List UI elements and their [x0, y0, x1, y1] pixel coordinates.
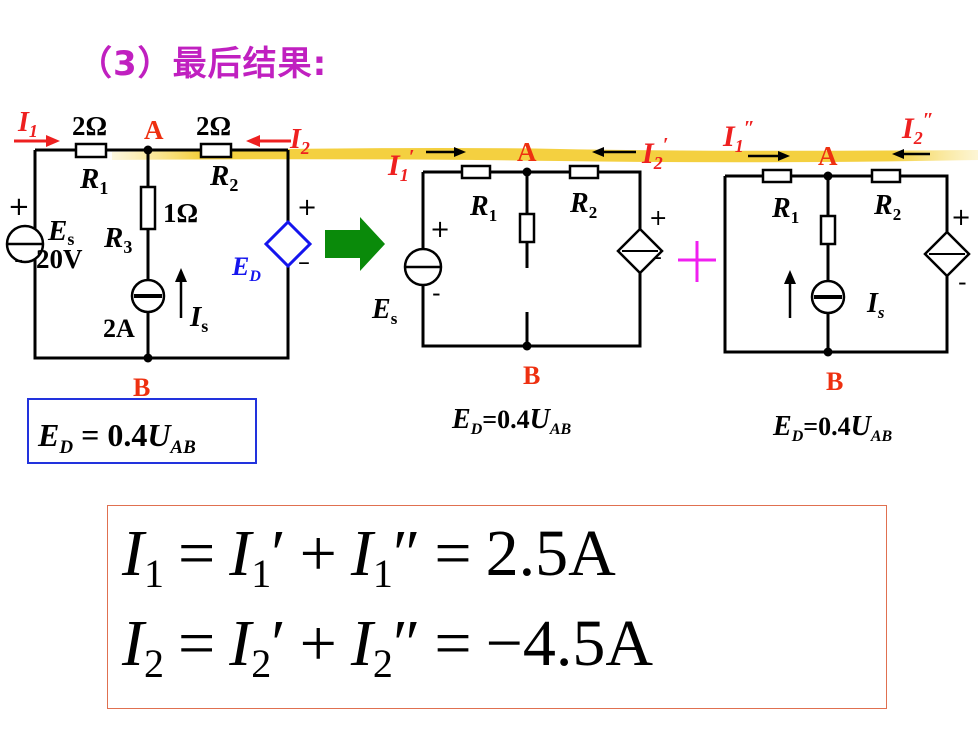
es-value-c1: 20V	[36, 244, 83, 274]
r2-resistor-c3	[870, 168, 902, 184]
r1-value-c1: 2Ω	[72, 111, 107, 141]
r3-resistor-c1	[139, 185, 157, 231]
node-a-label-c3: A	[818, 141, 838, 171]
r1-label-c3: R1	[771, 193, 799, 227]
es-plus-c1: +	[8, 192, 30, 222]
result-value-2: −4.5A	[485, 607, 653, 680]
i2pp-arrowhead-c3	[892, 149, 904, 159]
ed-minus-c2: -	[654, 245, 662, 270]
circuit-3	[723, 174, 949, 354]
result-equation-2: I2=I2′+I2″=−4.5A	[122, 607, 653, 686]
is-arrowhead-c1	[175, 268, 187, 282]
node-b-label-c1: B	[133, 373, 150, 402]
ed-plus-c2: +	[649, 206, 667, 231]
i2p-arrowhead-c2	[592, 147, 604, 157]
r3-resistor-c2	[518, 212, 536, 244]
ed-formula-c3: ED=0.4UAB	[772, 411, 892, 445]
r2-value-c1: 2Ω	[196, 111, 231, 141]
node-b-dot-c2	[522, 341, 532, 351]
is-value-c1: 2A	[103, 314, 135, 343]
es-label-c2: Es	[371, 294, 398, 328]
highlight-stroke	[112, 148, 978, 163]
r1-label-c2: R1	[469, 191, 497, 225]
r3-label-c1: R3	[103, 222, 132, 257]
r2-label-c3: R2	[873, 190, 901, 224]
node-b-dot-c1	[143, 353, 153, 363]
node-a-label-c2: A	[517, 137, 537, 167]
i1-label-c1: I1	[17, 107, 38, 141]
i1pp-arrowhead-c3	[778, 151, 790, 161]
r3-value-c1: 1Ω	[163, 198, 198, 228]
r1-resistor-c3	[761, 168, 793, 184]
es-plus-c2: +	[430, 215, 450, 243]
i1pp-label-c3: I1″	[722, 117, 755, 156]
i2pp-label-c3: I2″	[901, 109, 934, 148]
frame-wire-2	[421, 170, 642, 348]
ed-formula-c1: ED = 0.4UAB	[37, 417, 196, 458]
ed-label-c1: ED	[231, 252, 261, 285]
ed-formula-box	[27, 398, 257, 464]
i2p-label-c2: I2′	[641, 134, 668, 173]
result-equation-1: I1=I1′+I1″=2.5A	[122, 517, 616, 596]
i1-arrowhead-c1	[46, 135, 60, 147]
node-a-dot-c1	[143, 145, 153, 155]
node-a-label-c1: A	[144, 115, 164, 145]
ed-plus-c1: +	[297, 193, 317, 221]
node-b-label-c2: B	[523, 361, 540, 390]
r1-resistor-c1	[74, 142, 108, 159]
result-value-1: 2.5A	[485, 517, 616, 590]
transform-arrow-icon	[325, 217, 385, 271]
dependent-source-icon-c1	[263, 219, 313, 269]
is-label-c3: Is	[866, 288, 885, 322]
ed-plus-c3: +	[951, 203, 971, 231]
r2-resistor-c2	[568, 164, 600, 180]
result-box: I1=I1′+I1″=2.5A I2=I2′+I2″=−4.5A	[107, 505, 887, 709]
es-minus-c1: -	[14, 245, 23, 275]
i1p-arrowhead-c2	[454, 147, 466, 157]
i2-arrowhead-c1	[246, 135, 260, 147]
es-minus-c2: -	[432, 279, 441, 307]
node-a-dot-c2	[522, 167, 532, 177]
node-b-dot-c3	[823, 347, 833, 357]
r2-label-c1: R2	[209, 160, 238, 195]
circuit-2	[421, 170, 642, 348]
ed-formula-c2: ED=0.4UAB	[451, 404, 571, 438]
r2-label-c2: R2	[569, 188, 597, 222]
r1-label-c1: R1	[79, 163, 108, 198]
heading: （3）最后结果:	[78, 44, 328, 84]
frame-wire-3	[723, 174, 949, 354]
ed-minus-c3: -	[958, 268, 967, 296]
is-arrowhead-c3	[784, 270, 796, 284]
r2-resistor-c1	[199, 142, 233, 159]
r1-resistor-c2	[460, 164, 492, 180]
ed-minus-c1: –	[298, 248, 310, 276]
i2-label-c1: I2	[289, 124, 310, 158]
node-a-dot-c3	[823, 171, 833, 181]
node-b-label-c3: B	[826, 367, 843, 396]
is-label-c1: Is	[189, 301, 208, 336]
r3-resistor-c3	[819, 214, 837, 246]
